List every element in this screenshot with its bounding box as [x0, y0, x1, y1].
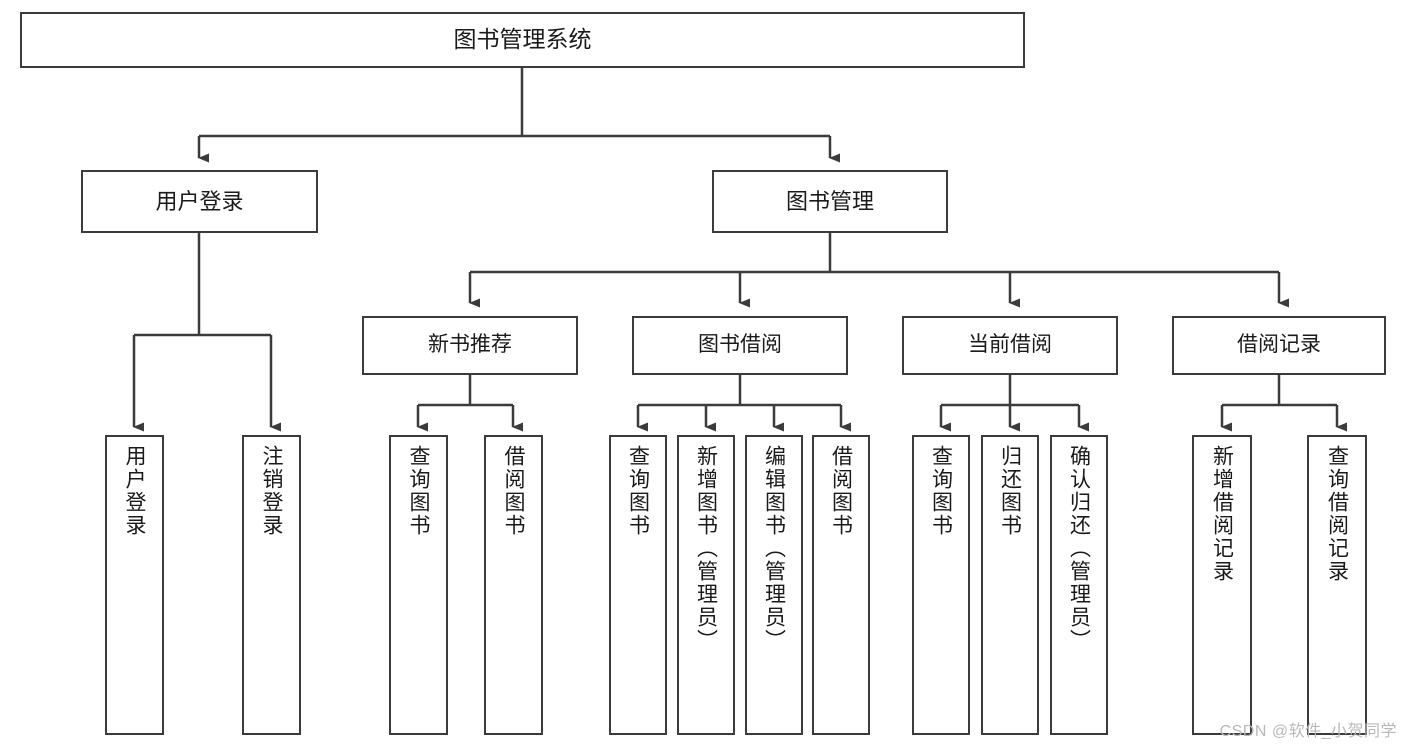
node-label: 注销登录	[260, 445, 283, 537]
node-label: 图书借阅	[698, 333, 782, 357]
node-current-borrow[interactable]: 当前借阅	[902, 316, 1118, 375]
leaf-logout-login[interactable]: 注销登录	[242, 435, 301, 735]
node-label: 借阅图书	[829, 445, 853, 537]
node-label: 图书管理	[785, 188, 874, 214]
leaf-query-book-borrow[interactable]: 查询图书	[609, 435, 667, 735]
node-label: 新增借阅记录	[1210, 445, 1234, 583]
node-root-system[interactable]: 图书管理系统	[20, 12, 1025, 68]
node-label: 查询图书	[929, 445, 953, 537]
node-label: 确认归还（管理员）	[1067, 445, 1091, 652]
node-label: 图书管理系统	[453, 26, 592, 53]
node-book-borrow[interactable]: 图书借阅	[632, 316, 848, 375]
leaf-confirm-return[interactable]: 确认归还（管理员）	[1050, 435, 1108, 735]
leaf-query-borrow-record[interactable]: 查询借阅记录	[1307, 435, 1367, 735]
watermark-text: CSDN @软件_小贺同学	[1219, 723, 1397, 740]
node-label: 归还图书	[998, 445, 1022, 537]
node-label: 当前借阅	[968, 333, 1052, 357]
leaf-add-book[interactable]: 新增图书（管理员）	[677, 435, 735, 735]
leaf-edit-book[interactable]: 编辑图书（管理员）	[745, 435, 803, 735]
node-label: 查询图书	[626, 445, 650, 537]
node-label: 借阅图书	[502, 445, 525, 537]
node-label: 借阅记录	[1237, 333, 1321, 357]
node-label: 新书推荐	[428, 333, 512, 357]
node-user-login[interactable]: 用户登录	[81, 170, 318, 233]
leaf-add-borrow-record[interactable]: 新增借阅记录	[1192, 435, 1252, 735]
node-borrow-record[interactable]: 借阅记录	[1172, 316, 1386, 375]
node-label: 新增图书（管理员）	[694, 445, 718, 652]
leaf-query-book-current[interactable]: 查询图书	[912, 435, 970, 735]
node-label: 用户登录	[123, 445, 146, 537]
leaf-borrow-book-recommend[interactable]: 借阅图书	[484, 435, 543, 735]
node-book-management[interactable]: 图书管理	[712, 170, 948, 233]
node-label: 编辑图书（管理员）	[762, 445, 786, 652]
node-label: 查询借阅记录	[1325, 445, 1349, 583]
leaf-user-login[interactable]: 用户登录	[105, 435, 164, 735]
node-label: 查询图书	[407, 445, 430, 537]
node-label: 用户登录	[155, 188, 244, 214]
node-new-book-recommend[interactable]: 新书推荐	[362, 316, 578, 375]
leaf-return-book[interactable]: 归还图书	[981, 435, 1039, 735]
leaf-borrow-book[interactable]: 借阅图书	[812, 435, 870, 735]
leaf-query-book-recommend[interactable]: 查询图书	[389, 435, 448, 735]
